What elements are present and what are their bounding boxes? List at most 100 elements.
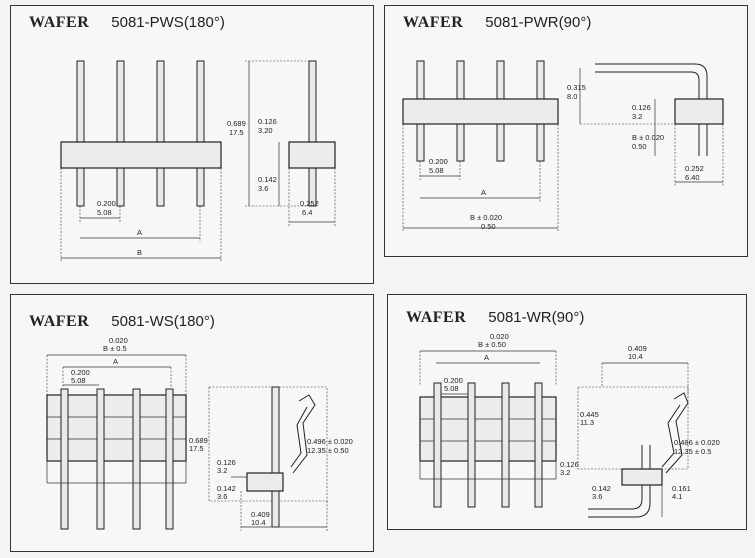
height-mm-label: 8.0 <box>567 92 577 101</box>
pin <box>433 382 442 508</box>
radius-in-label: 0.161 <box>672 484 691 493</box>
width-in-label: 0.252 <box>685 164 704 173</box>
span-mm-label: 12.35 ± 0.5 <box>674 447 711 456</box>
top-mm-label: 3.2 <box>217 466 227 475</box>
width-in-label: 0.409 <box>628 344 647 353</box>
bottom-mm-label: 3.6 <box>217 492 227 501</box>
bottom-mm-label: 0.50 <box>632 142 647 151</box>
pitch-in-label: 0.200 <box>97 199 116 208</box>
brand-label: WAFER <box>406 309 467 326</box>
top-in-label: 0.126 <box>560 460 579 469</box>
panel-title: WAFER 5081-WS(180°) <box>29 313 215 331</box>
a-label: A <box>481 188 486 197</box>
b-in-label: B ± 0.020 <box>470 213 502 222</box>
side-pin <box>308 60 317 207</box>
b-label: B ± 0.50 <box>478 340 506 349</box>
housing-side <box>288 141 336 169</box>
pin <box>60 388 69 530</box>
pin <box>116 60 125 207</box>
panel-5081-wr: WAFER 5081-WR(90°) 0.020 B ± 0.50 A 0.200… <box>387 294 747 530</box>
width-mm-label: 10.4 <box>628 352 643 361</box>
height-in-label: 0.689 <box>227 119 246 128</box>
bottom-in-label: 0.142 <box>258 175 277 184</box>
drawing-5081-pws: 0.200 5.08 A B 0.689 17.5 0.126 3.20 0.1… <box>60 60 336 262</box>
pitch-mm-label: 5.08 <box>444 384 459 393</box>
side-pin-bent <box>588 445 651 518</box>
pitch-in-label: 0.200 <box>444 376 463 385</box>
bottom-mm-label: 3.6 <box>258 184 268 193</box>
side-wire-bent <box>290 394 316 474</box>
housing-front <box>46 394 187 462</box>
b-tol-label: 0.020 <box>490 332 509 341</box>
panel-title: WAFER 5081-PWS(180°) <box>29 14 225 32</box>
pin <box>132 388 141 530</box>
bottom-in-label: 0.142 <box>217 484 236 493</box>
model-label: 5081-WR(90°) <box>488 309 585 326</box>
panel-5081-ws: WAFER 5081-WS(180°) 0.020 B ± 0.5 A 0.200… <box>10 294 374 552</box>
width-mm-label: 6.40 <box>685 173 700 182</box>
width-in-label: 0.409 <box>251 510 270 519</box>
top-mm-label: 3.20 <box>258 126 273 135</box>
pin <box>501 382 510 508</box>
model-label: 5081-PWS(180°) <box>111 14 225 31</box>
width-mm-label: 6.4 <box>302 208 312 217</box>
top-in-label: 0.126 <box>217 458 236 467</box>
bottom-in-label: 0.142 <box>592 484 611 493</box>
side-pin-bent <box>595 63 708 156</box>
pin <box>156 60 165 207</box>
panel-5081-pws: WAFER 5081-PWS(180°) 0.200 5.08 A B 0.689… <box>10 5 374 284</box>
height-mm-label: 17.5 <box>229 128 244 137</box>
housing-front <box>60 141 222 169</box>
bottom-in-label: B ± 0.020 <box>632 133 664 142</box>
a-label: A <box>113 357 118 366</box>
pin <box>467 382 476 508</box>
pitch-mm-label: 5.08 <box>71 376 86 385</box>
housing-front <box>402 98 559 125</box>
width-mm-label: 10.4 <box>251 518 266 527</box>
radius-mm-label: 4.1 <box>672 492 682 501</box>
side-outline <box>577 386 689 470</box>
panel-title: WAFER 5081-WR(90°) <box>406 309 584 327</box>
top-mm-label: 3.2 <box>632 112 642 121</box>
pin <box>534 382 543 508</box>
pin <box>76 60 85 207</box>
a-label: A <box>137 228 142 237</box>
bottom-mm-label: 3.6 <box>592 492 602 501</box>
side-outline <box>208 386 328 502</box>
pitch-mm-label: 5.08 <box>429 166 444 175</box>
pitch-in-label: 0.200 <box>429 157 448 166</box>
pitch-mm-label: 5.08 <box>97 208 112 217</box>
pin <box>165 388 174 530</box>
height-in-label: 0.689 <box>189 436 208 445</box>
housing-side <box>621 468 663 486</box>
model-label: 5081-WS(180°) <box>111 313 215 330</box>
span-in-label: 0.496 ± 0.020 <box>307 437 353 446</box>
brand-label: WAFER <box>29 313 90 330</box>
housing-front <box>419 396 557 462</box>
b-label: B <box>137 248 142 257</box>
brand-label: WAFER <box>29 14 90 31</box>
side-wire-bent <box>661 392 689 474</box>
brand-label: WAFER <box>403 14 464 31</box>
top-in-label: 0.126 <box>632 103 651 112</box>
height-mm-label: 11.3 <box>580 418 594 427</box>
pitch-in-label: 0.200 <box>71 368 90 377</box>
pin <box>196 60 205 207</box>
a-label: A <box>484 353 489 362</box>
height-in-label: 0.315 <box>567 83 586 92</box>
housing-side <box>674 98 724 125</box>
b-label: B ± 0.5 <box>103 344 127 353</box>
side-pin <box>271 386 280 528</box>
b-tol-label: 0.020 <box>109 336 128 345</box>
height-mm-label: 17.5 <box>189 444 204 453</box>
span-in-label: 0.486 ± 0.020 <box>674 438 720 447</box>
top-mm-label: 3.2 <box>560 468 570 477</box>
top-in-label: 0.126 <box>258 117 277 126</box>
drawing-5081-wr: 0.020 B ± 0.50 A 0.200 5.08 0.409 10.4 0… <box>419 332 720 518</box>
width-in-label: 0.252 <box>300 199 319 208</box>
housing-side <box>246 472 284 492</box>
pin <box>96 388 105 530</box>
b-mm-label: 0.50 <box>481 222 496 231</box>
